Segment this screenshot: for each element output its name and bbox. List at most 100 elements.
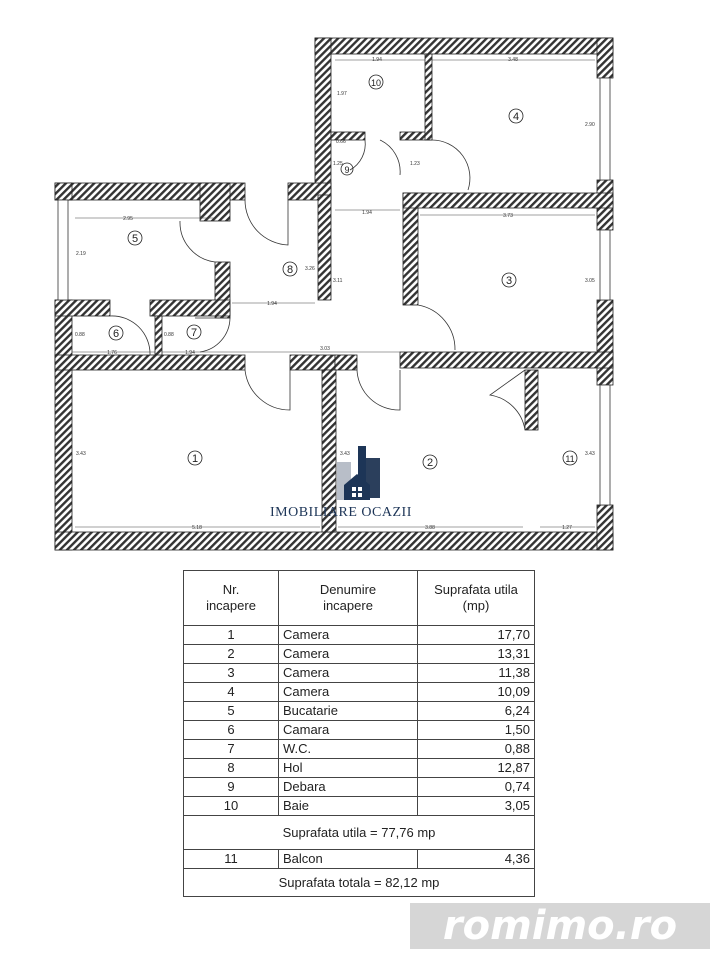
cell-name: Bucatarie <box>278 701 418 721</box>
room-5-label: 5 <box>127 230 143 246</box>
svg-text:1.97: 1.97 <box>337 91 347 97</box>
svg-text:3.43: 3.43 <box>76 451 86 457</box>
svg-text:2.19: 2.19 <box>76 251 86 257</box>
room-area-table: Nr. incapere Denumire incapere Suprafata… <box>183 570 535 897</box>
agency-watermark: IMOBILIARE OCAZII <box>270 505 412 520</box>
cell-nr: 4 <box>183 682 279 702</box>
cell-area: 6,24 <box>417 701 535 721</box>
cell-area: 13,31 <box>417 644 535 664</box>
header-name: Denumire incapere <box>278 570 418 626</box>
svg-text:10: 10 <box>371 78 381 88</box>
cell-area: 17,70 <box>417 625 535 645</box>
svg-text:3.73: 3.73 <box>503 213 513 219</box>
agency-logo-icon <box>337 446 380 500</box>
cell-nr: 2 <box>183 644 279 664</box>
dimension-lines <box>72 59 595 528</box>
room-7-label: 7 <box>186 324 202 340</box>
svg-text:1.23: 1.23 <box>410 161 420 167</box>
svg-text:3.05: 3.05 <box>585 278 595 284</box>
cell-area: 12,87 <box>417 758 535 778</box>
cell-area: 11,38 <box>417 663 535 683</box>
svg-text:1.27: 1.27 <box>562 525 572 531</box>
room-11-label: 11 <box>562 450 578 466</box>
svg-text:3.03: 3.03 <box>320 346 330 352</box>
room-8-label: 8 <box>282 261 298 277</box>
room-4-label: 4 <box>508 108 524 124</box>
cell-nr: 10 <box>183 796 279 816</box>
cell-name: Camera <box>278 682 418 702</box>
svg-text:0.88: 0.88 <box>75 332 85 338</box>
windows <box>57 77 611 506</box>
cell-name: Hol <box>278 758 418 778</box>
cell-name: Camera <box>278 663 418 683</box>
cell-nr: 7 <box>183 739 279 759</box>
cell-name: Balcon <box>278 849 418 869</box>
room-9-label: 9 <box>340 162 354 176</box>
total-row: Suprafata totala = 82,12 mp <box>183 868 535 897</box>
svg-text:2.90: 2.90 <box>585 122 595 128</box>
svg-text:3.11: 3.11 <box>333 278 343 284</box>
cell-nr: 6 <box>183 720 279 740</box>
header-area: Suprafata utila (mp) <box>417 570 535 626</box>
svg-text:7: 7 <box>191 327 197 339</box>
svg-text:3.43: 3.43 <box>585 451 595 457</box>
cell-area: 3,05 <box>417 796 535 816</box>
cell-name: Debara <box>278 777 418 797</box>
dimension-labels: 1.94 3.48 1.97 2.90 0.66 1.25 1.23 1.94 … <box>75 57 595 531</box>
svg-text:6: 6 <box>113 328 119 340</box>
svg-text:2.95: 2.95 <box>123 216 133 222</box>
cell-nr: 11 <box>183 849 279 869</box>
total-text: Suprafata totala = 82,12 mp <box>183 868 535 897</box>
floor-plan: 1 2 3 4 5 6 7 8 9 10 11 1.94 3.48 1.97 2… <box>54 37 614 551</box>
header-nr: Nr. incapere <box>183 570 279 626</box>
svg-text:0.88: 0.88 <box>164 332 174 338</box>
svg-text:9: 9 <box>344 165 349 175</box>
svg-text:0.66: 0.66 <box>336 139 346 145</box>
cell-area: 4,36 <box>417 849 535 869</box>
room-6-label: 6 <box>108 325 124 341</box>
cell-area: 0,74 <box>417 777 535 797</box>
svg-text:3: 3 <box>506 275 512 287</box>
cell-name: Camara <box>278 720 418 740</box>
cell-area: 0,88 <box>417 739 535 759</box>
subtotal-row: Suprafata utila = 77,76 mp <box>183 815 535 850</box>
svg-text:2: 2 <box>427 457 433 469</box>
table-header: Nr. incapere Denumire incapere Suprafata… <box>183 570 535 626</box>
cell-nr: 3 <box>183 663 279 683</box>
cell-nr: 8 <box>183 758 279 778</box>
svg-text:11: 11 <box>565 454 574 464</box>
cell-nr: 1 <box>183 625 279 645</box>
svg-text:1.25: 1.25 <box>333 161 343 167</box>
room-labels: 1 2 3 4 5 6 7 8 9 10 11 <box>108 74 578 470</box>
cell-area: 1,50 <box>417 720 535 740</box>
svg-text:1.76: 1.76 <box>107 350 117 356</box>
svg-text:8: 8 <box>287 264 293 276</box>
cell-name: Camera <box>278 625 418 645</box>
romimo-watermark: romimo.ro <box>410 903 710 949</box>
walls <box>54 37 614 551</box>
svg-text:1: 1 <box>192 453 198 465</box>
room-1-label: 1 <box>187 450 203 466</box>
subtotal-text: Suprafata utila = 77,76 mp <box>183 815 535 850</box>
svg-text:1.94: 1.94 <box>185 350 195 356</box>
room-3-label: 3 <box>501 272 517 288</box>
room-10-label: 10 <box>368 74 384 90</box>
room-2-label: 2 <box>422 454 438 470</box>
svg-text:5: 5 <box>132 233 138 245</box>
cell-name: Camera <box>278 644 418 664</box>
svg-text:1.94: 1.94 <box>372 57 382 63</box>
cell-nr: 9 <box>183 777 279 797</box>
svg-text:3.26: 3.26 <box>305 266 315 272</box>
svg-text:3.43: 3.43 <box>340 451 350 457</box>
svg-text:1.94: 1.94 <box>267 301 277 307</box>
doors <box>109 139 526 431</box>
